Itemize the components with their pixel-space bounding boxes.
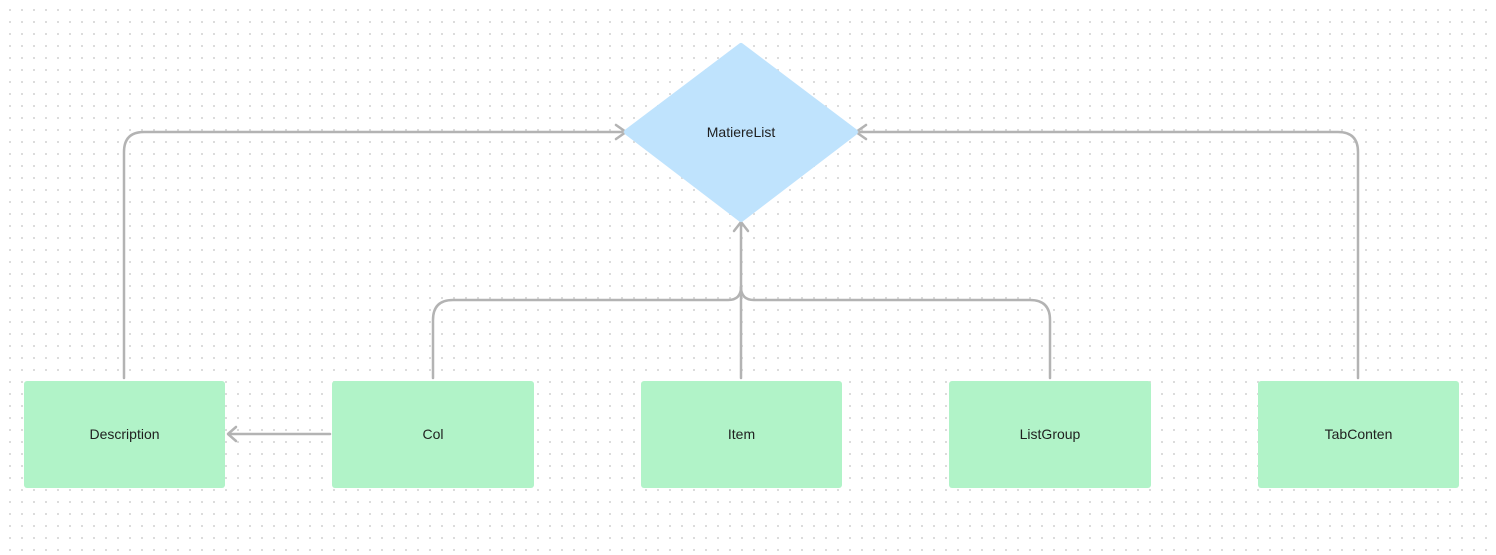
decision-label: MatiereList <box>707 124 776 140</box>
node-label: ListGroup <box>1020 426 1081 442</box>
node-label: Item <box>728 426 755 442</box>
node-box <box>24 381 225 488</box>
edge-description-to-matierelist <box>122 130 624 380</box>
decision-matierelist[interactable]: MatiereList <box>624 43 858 222</box>
edge-col-to-matierelist <box>431 285 743 380</box>
decision-diamond-shape <box>624 43 858 222</box>
node-col[interactable]: Col <box>332 381 534 488</box>
node-item[interactable]: Item <box>641 381 842 488</box>
edge-tabconten-to-matierelist <box>858 130 1360 380</box>
node-box <box>949 381 1151 488</box>
node-tabconten[interactable]: TabConten <box>1258 381 1459 488</box>
node-label: Description <box>89 426 159 442</box>
arrowhead-description-right <box>226 425 238 443</box>
node-listgroup[interactable]: ListGroup <box>949 381 1151 488</box>
node-box <box>1258 381 1459 488</box>
node-box <box>641 381 842 488</box>
edges <box>122 123 1360 443</box>
node-box <box>332 381 534 488</box>
node-label: TabConten <box>1325 426 1393 442</box>
edge-listgroup-to-matierelist <box>739 285 1052 380</box>
node-description[interactable]: Description <box>24 381 225 488</box>
node-label: Col <box>422 426 443 442</box>
